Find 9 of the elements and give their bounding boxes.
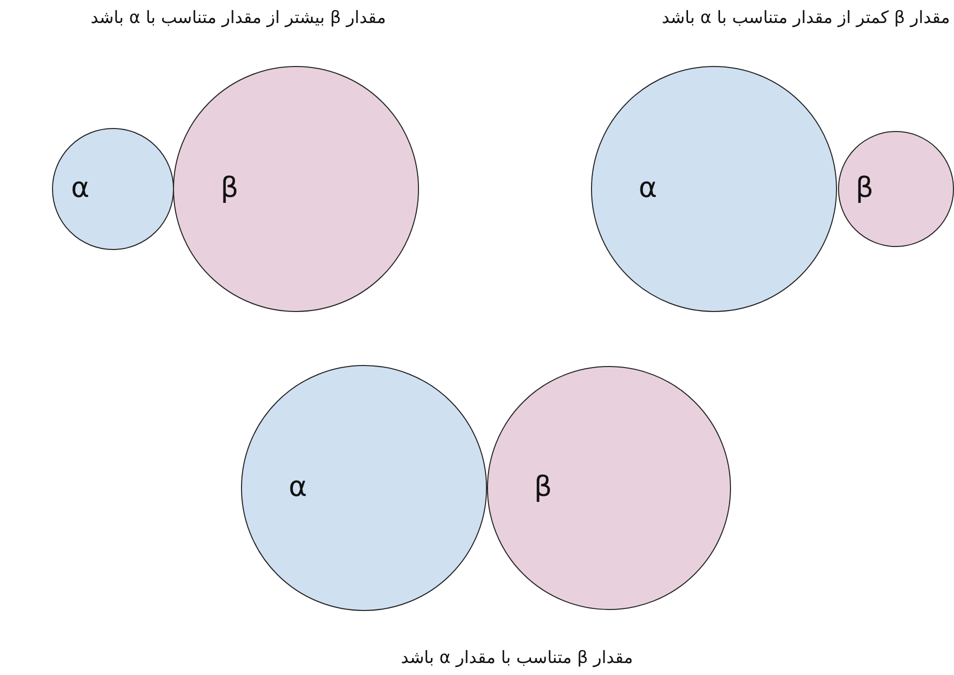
symbol-label: β [534, 473, 552, 501]
caption: مقدار β کمتر از مقدار متناسب با α باشد [662, 8, 950, 28]
caption: مقدار β متناسب با مقدار α باشد [400, 648, 633, 668]
symbol-label: α [288, 473, 308, 501]
symbol-label: α [638, 174, 658, 202]
caption: مقدار β بیشتر از مقدار متناسب با α باشد [90, 8, 386, 28]
symbol-label: β [856, 174, 874, 202]
symbol-label: α [71, 174, 90, 202]
symbol-label: β [220, 174, 238, 202]
